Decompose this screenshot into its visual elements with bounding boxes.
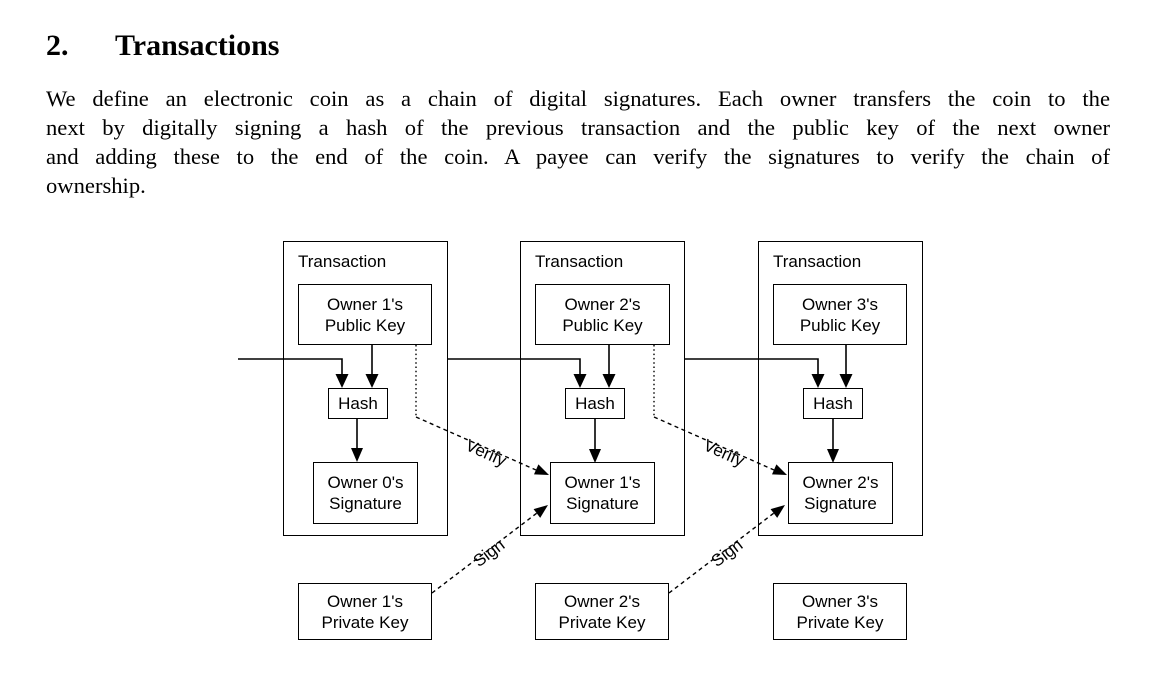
private-key-box-2: Owner 2's Private Key: [535, 583, 669, 640]
private-key-label: Owner 3's: [802, 591, 878, 611]
section-title: Transactions: [115, 29, 280, 62]
section-heading: 2. Transactions: [46, 29, 279, 63]
signature-label: Owner 2's: [802, 473, 879, 492]
transaction-title: Transaction: [298, 252, 387, 271]
hash-box-2: Hash: [565, 388, 625, 419]
public-key-label: Public Key: [799, 315, 881, 335]
sign-label: Sign: [470, 535, 509, 571]
private-key-box-1: Owner 1's Private Key: [298, 583, 432, 640]
verify-label: Verify: [463, 436, 510, 471]
paragraph-line: We define an electronic coin as a chain …: [46, 86, 1110, 111]
signature-label: Signature: [804, 494, 877, 513]
hash-box-3: Hash: [803, 388, 863, 419]
transaction-box-1: Transaction: [283, 241, 448, 536]
paragraph-line: next by digitally signing a hash of the …: [46, 115, 1110, 140]
public-key-label: Public Key: [562, 315, 643, 335]
signature-box-3: Owner 2's Signature: [788, 462, 893, 524]
public-key-box-1: Owner 1's Public Key: [298, 284, 432, 345]
sign-label: Sign: [708, 535, 747, 571]
section-number: 2.: [46, 29, 69, 62]
public-key-box-3: Owner 3's Public Key: [773, 284, 907, 345]
signature-label: Owner 0's: [327, 473, 404, 492]
hash-box-1: Hash: [328, 388, 388, 419]
signature-label: Signature: [566, 494, 639, 513]
hash-label: Hash: [813, 394, 853, 413]
public-key-label: Owner 2's: [564, 294, 641, 314]
hash-label: Hash: [338, 394, 378, 413]
signature-label: Owner 1's: [564, 473, 641, 492]
public-key-label: Public Key: [324, 315, 406, 335]
public-key-label: Owner 1's: [327, 294, 403, 314]
hash-label: Hash: [575, 394, 615, 413]
private-key-label: Owner 2's: [564, 591, 640, 611]
private-key-label: Private Key: [321, 612, 409, 632]
private-key-label: Private Key: [558, 612, 646, 632]
private-key-label: Private Key: [796, 612, 884, 632]
transaction-title: Transaction: [535, 252, 624, 271]
public-key-to-hash-arrows: [365, 345, 853, 388]
public-key-box-2: Owner 2's Public Key: [535, 284, 670, 345]
chain-arrows: [238, 358, 825, 388]
private-key-box-3: Owner 3's Private Key: [773, 583, 907, 640]
hash-to-signature-arrows: [351, 419, 839, 463]
signature-box-2: Owner 1's Signature: [550, 462, 655, 524]
transaction-box-2: Transaction: [520, 241, 685, 536]
signature-box-1: Owner 0's Signature: [313, 462, 418, 524]
paragraph-line: and adding these to the end of the coin.…: [46, 144, 1110, 169]
verify-label: Verify: [701, 436, 748, 471]
paragraph-line: ownership.: [46, 173, 146, 198]
transaction-title: Transaction: [773, 252, 862, 271]
signature-label: Signature: [329, 494, 402, 513]
private-key-label: Owner 1's: [327, 591, 403, 611]
body-paragraph: We define an electronic coin as a chain …: [46, 84, 1110, 200]
transaction-box-3: Transaction: [758, 241, 923, 536]
public-key-label: Owner 3's: [802, 294, 878, 314]
